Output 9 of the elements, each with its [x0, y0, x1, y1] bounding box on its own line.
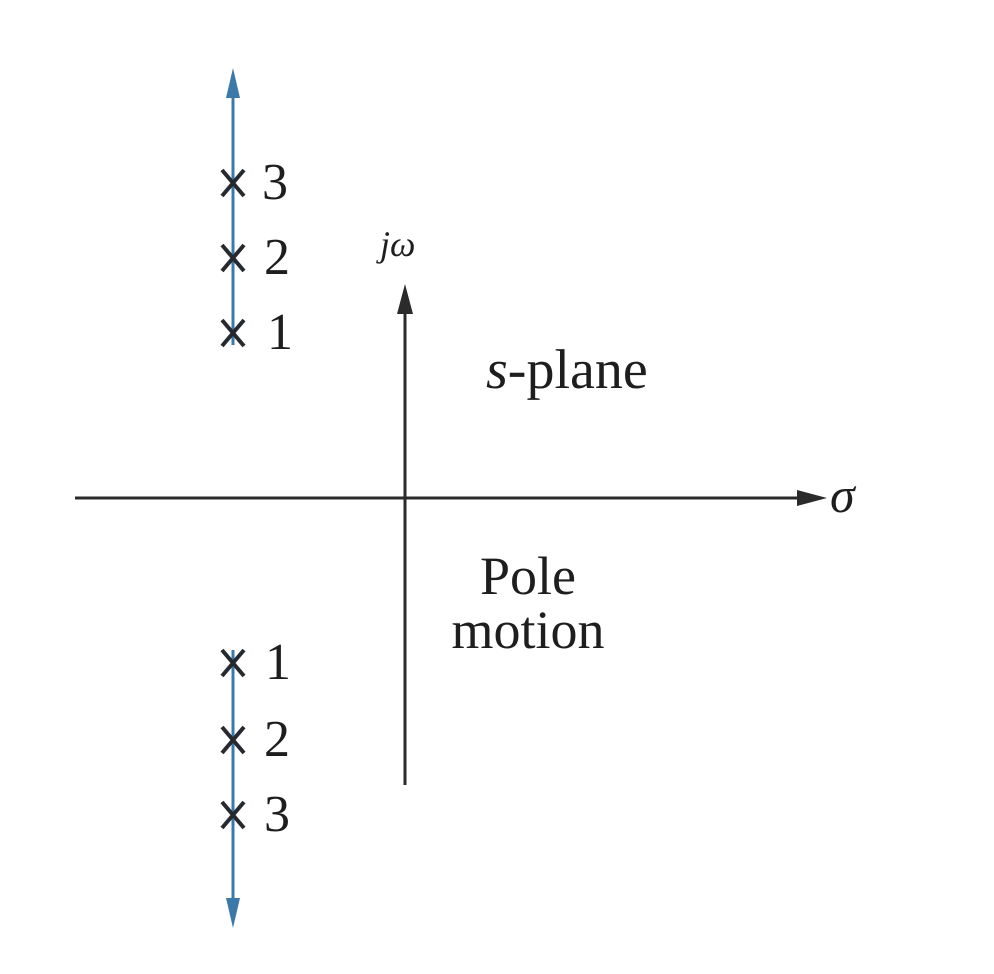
annotation-text: Pole motion — [450, 549, 606, 657]
pole-number: 3 — [262, 157, 288, 209]
pole-number: 2 — [264, 714, 290, 766]
axis-label: σ — [830, 470, 855, 520]
pole-number: 2 — [264, 232, 290, 284]
plane-label: s-plane — [486, 342, 648, 398]
pole-number: 1 — [267, 307, 293, 359]
pole-number: 3 — [264, 789, 290, 841]
pole-number: 1 — [265, 637, 291, 689]
